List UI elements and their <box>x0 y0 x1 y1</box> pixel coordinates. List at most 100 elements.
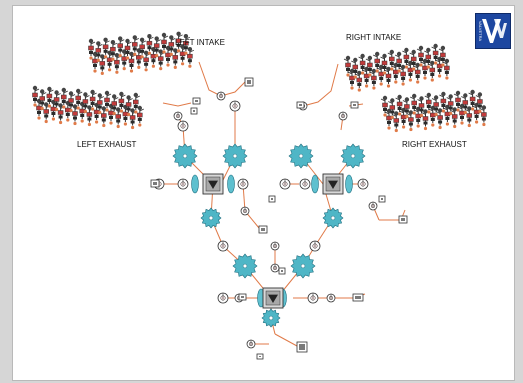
sensor-icon <box>192 97 201 105</box>
lens-icon <box>345 174 353 194</box>
valve-train-icon <box>384 66 392 88</box>
hub-block-icon <box>202 173 224 195</box>
valve-train-icon <box>475 92 483 114</box>
valve-train-icon <box>406 110 414 132</box>
valve-train-icon <box>101 106 108 128</box>
valve-train-icon <box>413 62 421 84</box>
gear-icon <box>232 253 258 279</box>
valve-train-icon <box>362 66 370 88</box>
valve-train-icon <box>391 62 399 84</box>
valve-train-groups <box>32 31 487 133</box>
valve-train-icon <box>387 49 395 71</box>
valve-train-icon <box>392 111 400 133</box>
gear-icon <box>172 143 198 169</box>
valve-train-icon <box>139 37 147 59</box>
gear-elements <box>172 143 366 328</box>
valve-train-icon <box>406 60 414 82</box>
pulley-icon <box>270 241 280 251</box>
pulley-icon <box>240 206 250 216</box>
valve-train-icon <box>118 91 126 113</box>
pulley-icon <box>357 178 369 190</box>
sensor-icon <box>238 293 247 301</box>
valve-train-icon <box>343 55 351 77</box>
sensor-icon <box>268 195 276 203</box>
pulley-icon <box>279 178 291 190</box>
valve-train-icon <box>398 64 406 86</box>
valve-train-icon <box>75 88 83 110</box>
valve-train-icon <box>187 47 195 68</box>
pulley-icon <box>217 292 229 304</box>
valve-train-icon <box>380 53 388 75</box>
valve-train-icon <box>117 36 125 58</box>
hub-block-icon <box>262 287 284 309</box>
component-elements <box>150 77 408 360</box>
valve-train-icon <box>431 43 439 65</box>
sensor-icon <box>244 77 254 87</box>
valve-train-icon <box>32 85 40 107</box>
sensor-icon <box>150 179 160 188</box>
label-right-exhaust: RIGHT EXHAUST <box>402 140 467 149</box>
valve-train-icon <box>53 90 61 112</box>
valve-train-icon <box>146 34 154 55</box>
valve-train-icon <box>380 95 388 117</box>
valve-train-icon <box>479 105 487 127</box>
valve-train-icon <box>446 94 454 116</box>
valve-train-icon <box>373 51 380 73</box>
valve-train-icon <box>57 103 65 125</box>
valve-train-icon <box>435 108 443 130</box>
gear-icon <box>288 143 314 169</box>
lens-icon <box>227 174 235 194</box>
valve-train-icon <box>365 55 373 77</box>
link-line <box>198 61 246 97</box>
valve-train-icon <box>402 97 410 119</box>
valve-train-icon <box>428 105 436 127</box>
pulley-icon <box>216 91 226 101</box>
valve-train-icon <box>438 45 446 67</box>
valve-train-icon <box>409 49 417 71</box>
sensor-icon <box>378 195 386 203</box>
link-line <box>162 102 192 107</box>
valve-train-icon <box>108 103 116 125</box>
valve-train-icon <box>421 109 429 131</box>
valve-train-icon <box>424 92 432 114</box>
valve-train-icon <box>95 41 103 62</box>
valve-train-icon <box>394 51 402 73</box>
gear-icon <box>290 253 316 279</box>
valve-train-icon <box>395 94 403 116</box>
sensor-icon <box>398 215 408 224</box>
valve-train-icon <box>61 87 68 109</box>
valve-train-icon <box>104 90 112 112</box>
valve-train-icon <box>453 90 461 112</box>
valve-train-icon <box>132 35 139 56</box>
pulley-icon <box>309 240 321 252</box>
valve-train-icon <box>137 105 144 127</box>
pulley-icon <box>217 240 229 252</box>
pulley-icon <box>229 100 241 112</box>
pulley-icon <box>246 339 256 349</box>
valve-train-icon <box>465 106 473 128</box>
valve-train-icon <box>97 93 104 115</box>
valve-train-icon <box>414 106 421 128</box>
valve-train-icon <box>377 64 384 86</box>
pulley-icon <box>338 111 348 121</box>
brand-logo: VALVETRA <box>475 13 511 49</box>
valve-train-icon <box>358 53 366 75</box>
logo-icon: VALVETRA <box>478 19 507 43</box>
pulley-icon <box>237 178 249 190</box>
pulley-icon <box>177 178 189 190</box>
gear-icon <box>200 207 222 229</box>
sensor-icon <box>296 341 308 353</box>
diagram-page: LEFT INTAKE RIGHT INTAKE LEFT EXHAUST RI… <box>12 5 515 381</box>
valve-train-icon <box>82 92 90 114</box>
valve-train-icon <box>472 102 480 124</box>
logo-lettering: VALVETRA <box>478 21 483 42</box>
valve-train-icon <box>88 38 96 60</box>
valve-train-icon <box>431 95 439 117</box>
valve-train-icon <box>410 93 417 115</box>
sensor-icon <box>352 293 364 302</box>
gear-icon <box>261 308 281 328</box>
valve-train-icon <box>133 92 140 114</box>
valve-train-icon <box>165 45 173 67</box>
sensor-icon <box>256 353 264 360</box>
